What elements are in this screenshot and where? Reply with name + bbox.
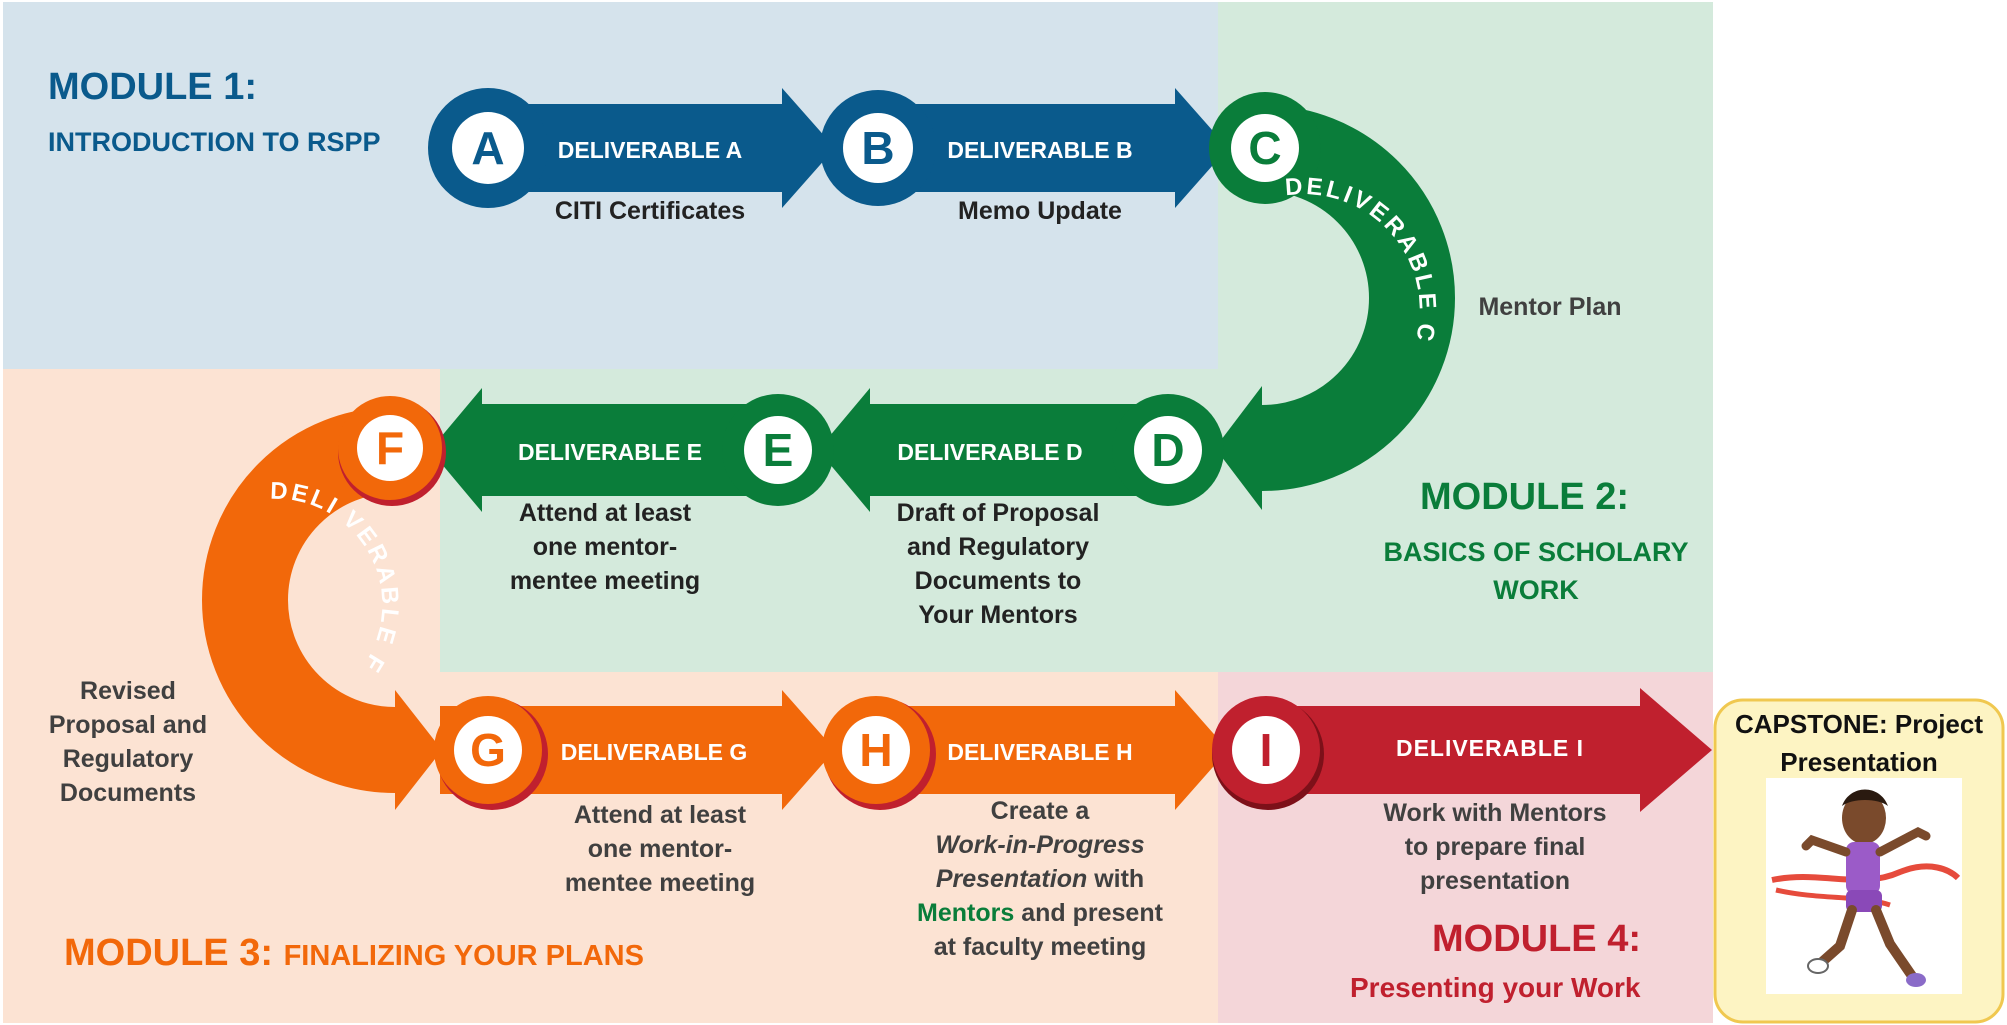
deliverable-d-desc-line: Documents to [914,567,1082,595]
deliverable-h-desc-line5: at faculty meeting [933,933,1147,961]
arrow-h-to-i [878,690,1228,810]
arrow-c-to-d-curve [1260,105,1455,491]
node-e-letter: E [762,424,794,476]
module-1-subtitle: INTRODUCTION TO RSPP [48,127,381,157]
module-3-subtitle: FINALIZING YOUR PLANS [283,940,644,972]
node-d-letter: D [1151,424,1185,476]
deliverable-g-desc-line: one mentor- [587,835,733,863]
deliverable-g-label: DELIVERABLE G [560,739,748,765]
deliverable-h-desc-line1: Create a [990,797,1090,825]
deliverable-g-desc: Attend at least one mentor- mentee meeti… [520,798,800,900]
deliverable-e-desc-line: mentee meeting [509,567,701,595]
node-a [428,88,548,208]
module-1-title: MODULE 1: [48,66,257,108]
module-2-title: MODULE 2: [1420,476,1629,518]
deliverable-b-label: DELIVERABLE B [947,137,1133,163]
arrow-c-to-d-head [1215,386,1262,510]
deliverable-h-desc: Create a Work-in-Progress Presentation w… [880,794,1200,964]
node-f [338,396,446,506]
arrow-i-to-capstone [1268,688,1712,812]
arrow-f-to-g-curve [202,407,397,793]
deliverable-d-desc: Draft of Proposal and Regulatory Documen… [858,496,1138,632]
node-a-letter: A [471,122,505,174]
deliverable-h-desc-mentors: Mentors [917,899,1015,927]
deliverable-h-desc-line4: Mentors and present [880,896,1200,930]
deliverable-e-desc-line: one mentor- [532,533,678,561]
arrow-a-to-b [488,88,835,208]
deliverable-h-desc-line2: Work-in-Progress [935,831,1145,859]
arrow-f-to-g-head [395,690,442,810]
node-b [820,90,936,206]
node-b-letter: B [861,122,895,174]
node-g-letter: G [470,724,506,776]
capstone-title: CAPSTONE: Project Presentation [1718,705,2000,781]
module-4-title: MODULE 4: [1432,918,1641,960]
node-c [1209,92,1321,204]
module-2-subtitle-line1: BASICS OF SCHOLARY [1383,537,1689,567]
deliverable-f-desc-line: Proposal and [48,711,208,739]
deliverable-i-desc: Work with Mentors to prepare final prese… [1325,796,1665,898]
deliverable-f-desc-line: Revised [80,677,176,705]
deliverable-d-desc-line: Draft of Proposal [896,499,1100,527]
deliverable-e-desc-line: Attend at least [518,499,692,527]
deliverable-d-desc-line: Your Mentors [918,601,1078,629]
node-i-letter: I [1259,724,1273,776]
node-h [822,696,936,810]
deliverable-h-desc-present: and present [1014,899,1163,927]
arrow-e-to-f [430,388,780,512]
capstone-title-line2: Presentation [1780,747,1938,777]
node-d [1112,394,1224,506]
deliverable-h-desc-with: with [1087,865,1145,893]
deliverable-f-desc-line: Regulatory [62,745,194,773]
deliverable-i-desc-line: to prepare final [1404,833,1586,861]
deliverable-e-label: DELIVERABLE E [517,439,703,465]
module-2-subtitle: BASICS OF SCHOLARY WORK [1376,533,1696,609]
deliverable-d-desc-line: and Regulatory [907,533,1089,561]
node-c-letter: C [1248,122,1282,174]
node-i [1212,696,1324,810]
node-g [434,696,548,810]
deliverable-h-desc-presentation: Presentation [935,865,1088,893]
deliverable-h-desc-line3: Presentation with [880,862,1200,896]
node-e [722,394,834,506]
deliverable-i-label: DELIVERABLE I [1395,735,1585,761]
node-f-letter: F [375,422,405,474]
arrow-b-to-c [878,88,1228,208]
deliverable-i-desc-line: presentation [1419,867,1571,895]
module-3-title: MODULE 3: FINALIZING YOUR PLANS [64,932,644,975]
deliverable-f-desc-line: Documents [59,779,197,807]
runner-illustration [1771,789,1961,987]
arrow-d-to-e [818,388,1168,512]
module-3-title-text: MODULE 3: [64,932,273,974]
capstone-title-line1: CAPSTONE: Project [1734,709,1983,739]
deliverable-a-label: DELIVERABLE A [557,137,743,163]
deliverable-i-desc-line: Work with Mentors [1383,799,1607,827]
module-2-subtitle-line2: WORK [1493,575,1579,605]
deliverable-a-desc: CITI Certificates [554,197,746,225]
deliverable-d-label: DELIVERABLE D [897,439,1083,465]
deliverable-e-desc: Attend at least one mentor- mentee meeti… [465,496,745,598]
deliverable-h-label: DELIVERABLE H [947,739,1133,765]
deliverable-g-desc-line: mentee meeting [564,869,756,897]
deliverable-f-desc: Revised Proposal and Regulatory Document… [18,674,238,810]
node-h-letter: H [859,724,893,776]
deliverable-g-desc-line: Attend at least [573,801,747,829]
deliverable-c-desc: Mentor Plan [1478,293,1622,321]
module-4-subtitle: Presenting your Work [1350,972,1641,1003]
deliverable-b-desc: Memo Update [958,197,1122,225]
